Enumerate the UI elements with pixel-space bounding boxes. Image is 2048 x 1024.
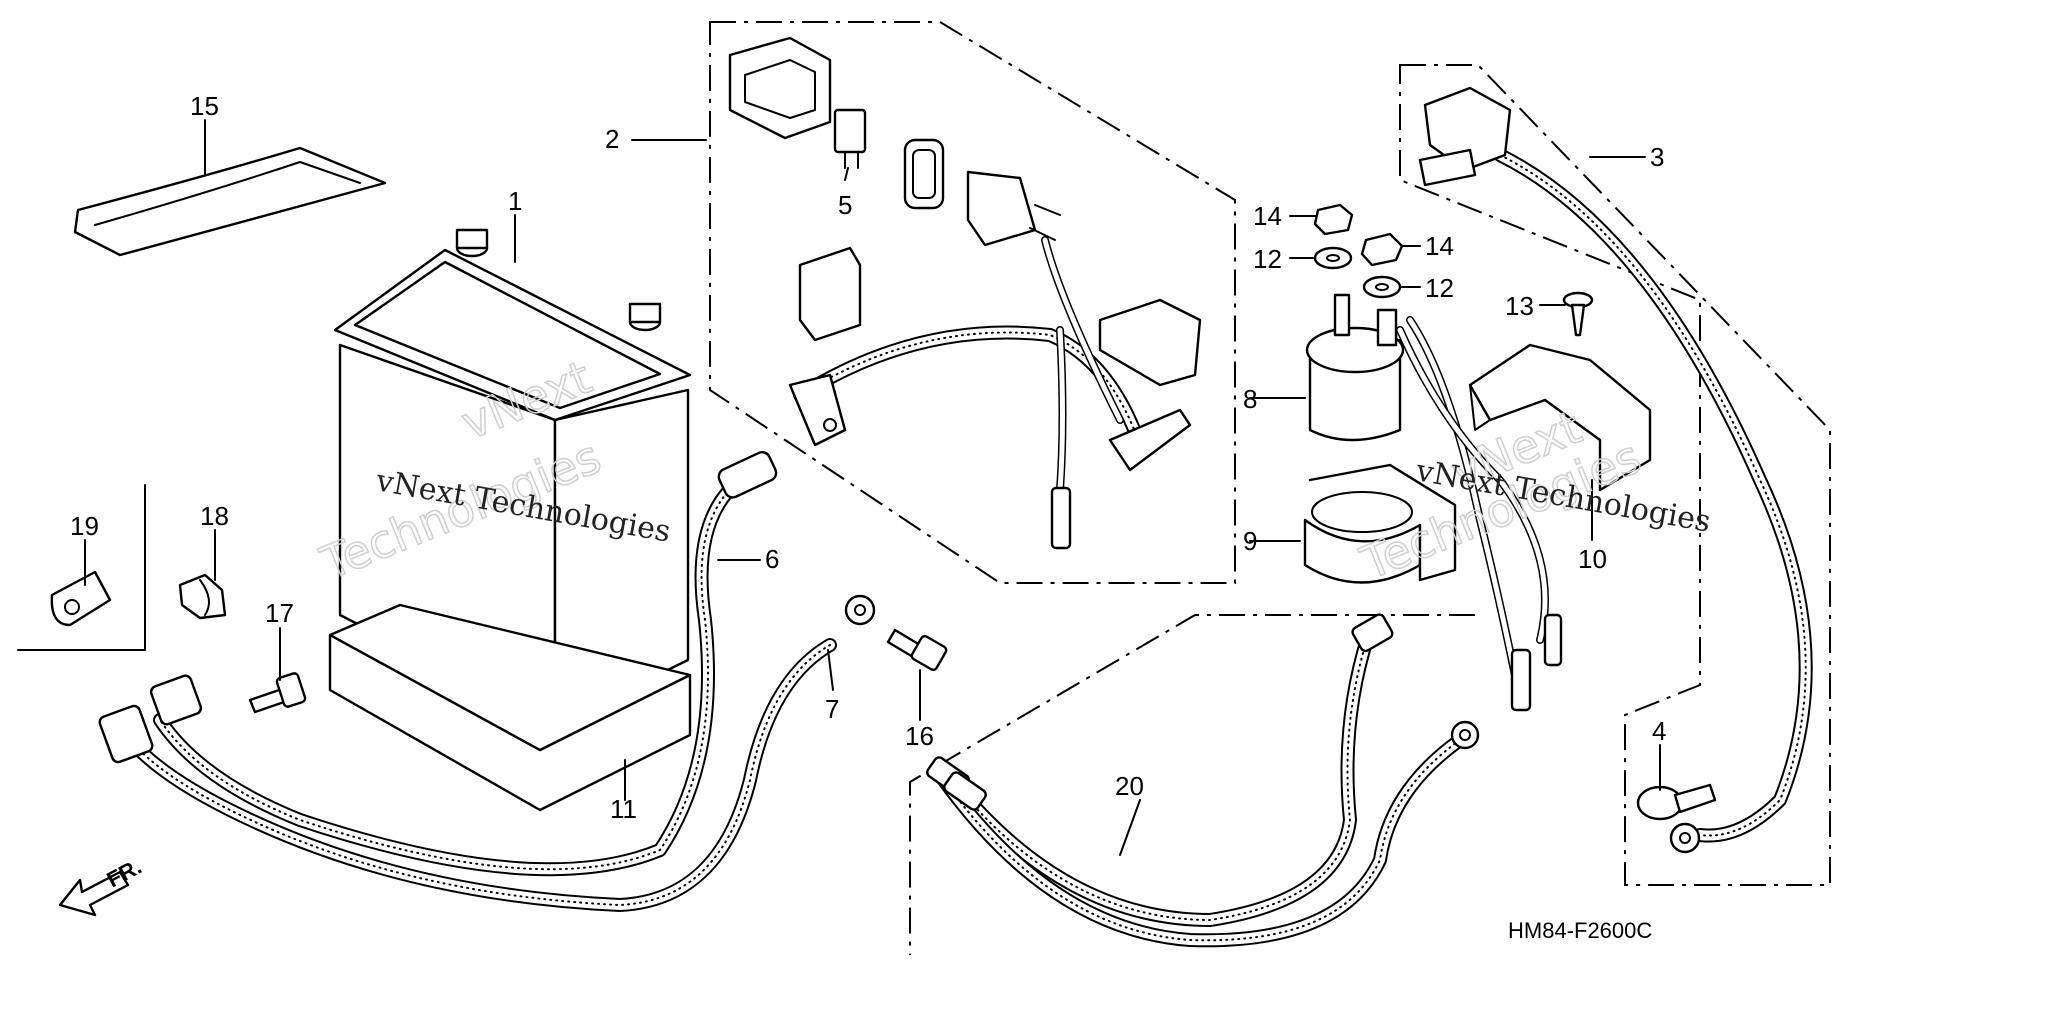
washer-12-b-part [1362, 275, 1402, 299]
washer-12-a-part [1313, 246, 1353, 270]
callout-7: 7 [825, 694, 839, 724]
bolt-16-part [886, 628, 948, 671]
callout-9: 9 [1243, 526, 1257, 556]
callout-4: 4 [1652, 716, 1666, 746]
nut-14-a-part [1313, 203, 1354, 236]
battery-cable-7 [98, 594, 876, 912]
screw-13-part [1562, 291, 1594, 337]
relay-mount-9-part [1303, 463, 1457, 584]
callout-14-b: 14 [1425, 231, 1454, 261]
cable-3-part [1418, 86, 1813, 854]
callout-12-b: 12 [1425, 273, 1454, 303]
fuse-5-part [833, 108, 867, 169]
front-direction-arrow: FR. [58, 854, 146, 917]
battery-cable-6 [149, 451, 778, 877]
bolt-17-part [248, 672, 307, 714]
battery-band-part [73, 146, 387, 257]
battery-pad-part [328, 603, 692, 812]
cover-bracket-10-part [1468, 343, 1652, 492]
harness-connector-part [966, 170, 1061, 247]
callout-13: 13 [1505, 291, 1534, 321]
cable-20-part [926, 613, 1480, 948]
harness-group-frame [631, 21, 1236, 584]
lower-cable-frame [909, 614, 1475, 955]
terminal-cap-4-part [1636, 783, 1717, 821]
diagram-code: HM84-F2600C [1508, 918, 1652, 943]
callout-19: 19 [70, 511, 99, 541]
callout-3: 3 [1650, 142, 1664, 172]
callout-1: 1 [508, 186, 522, 216]
clip-group-frame [17, 484, 146, 651]
callout-15: 15 [190, 91, 219, 121]
callout-20: 20 [1115, 771, 1144, 801]
callout-17: 17 [265, 598, 294, 628]
callout-labels: 1 2 3 4 5 6 7 8 9 10 11 12 12 13 14 14 1… [70, 91, 1666, 824]
clip-18-part [178, 573, 227, 620]
callout-2: 2 [605, 124, 619, 154]
terminal-cap-part [798, 246, 862, 342]
leader-lines [84, 119, 1661, 856]
clamp-19-part [50, 570, 112, 627]
callout-11: 11 [610, 794, 637, 824]
callout-12-a: 12 [1253, 244, 1282, 274]
callout-16: 16 [905, 721, 934, 751]
harness-cable-2 [788, 236, 1202, 550]
callout-10: 10 [1578, 544, 1607, 574]
callout-18: 18 [200, 501, 229, 531]
grommet-part [903, 138, 945, 210]
relay-cover-part [728, 36, 832, 140]
nut-14-b-part [1360, 232, 1404, 267]
starter-relay-8-part [1305, 293, 1563, 712]
callout-8: 8 [1243, 384, 1257, 414]
cable-group-frame [1399, 64, 1831, 886]
callout-5: 5 [838, 190, 852, 220]
callout-6: 6 [765, 544, 779, 574]
callout-14-a: 14 [1253, 201, 1282, 231]
